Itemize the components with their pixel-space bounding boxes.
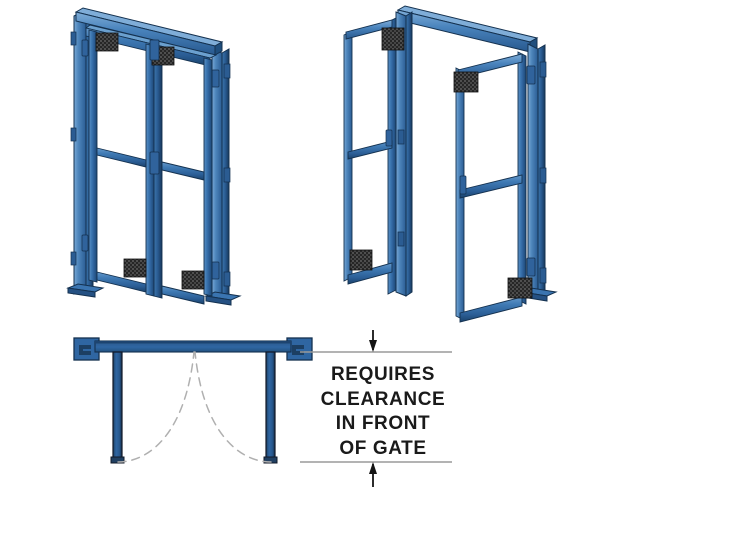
open-gate-left-post — [395, 11, 413, 297]
callout-line-1: REQUIRES — [330, 364, 436, 385]
clearance-callout-text: REQUIRES CLEARANCE IN FRONT OF GATE — [318, 363, 448, 462]
open-gate-right-leaf — [453, 51, 533, 323]
callout-line-3: IN FRONT — [335, 413, 431, 435]
closed-gate-left-leaf — [88, 29, 155, 297]
closed-gate-top-header — [74, 7, 224, 56]
closed-gate-assembly — [66, 7, 242, 306]
dimension-arrow-bottom — [369, 462, 377, 487]
plan-left-hinge-block — [73, 337, 100, 361]
plan-left-leaf — [110, 351, 125, 464]
open-gate-top-header — [396, 5, 539, 53]
plan-swing-arcs — [117, 351, 272, 463]
closed-gate-right-leaf — [149, 39, 213, 305]
plan-header-bar — [94, 340, 292, 353]
plan-swing-diagram — [73, 337, 313, 464]
callout-line-4: OF GATE — [339, 438, 427, 460]
open-gate-left-leaf — [343, 17, 405, 295]
plan-right-leaf — [263, 351, 278, 464]
callout-line-2: CLEARANCE — [320, 388, 446, 410]
dimension-arrow-top — [369, 330, 377, 352]
open-gate-assembly — [343, 5, 558, 323]
open-gate-right-post — [520, 43, 558, 302]
clearance-dimension — [300, 330, 452, 487]
